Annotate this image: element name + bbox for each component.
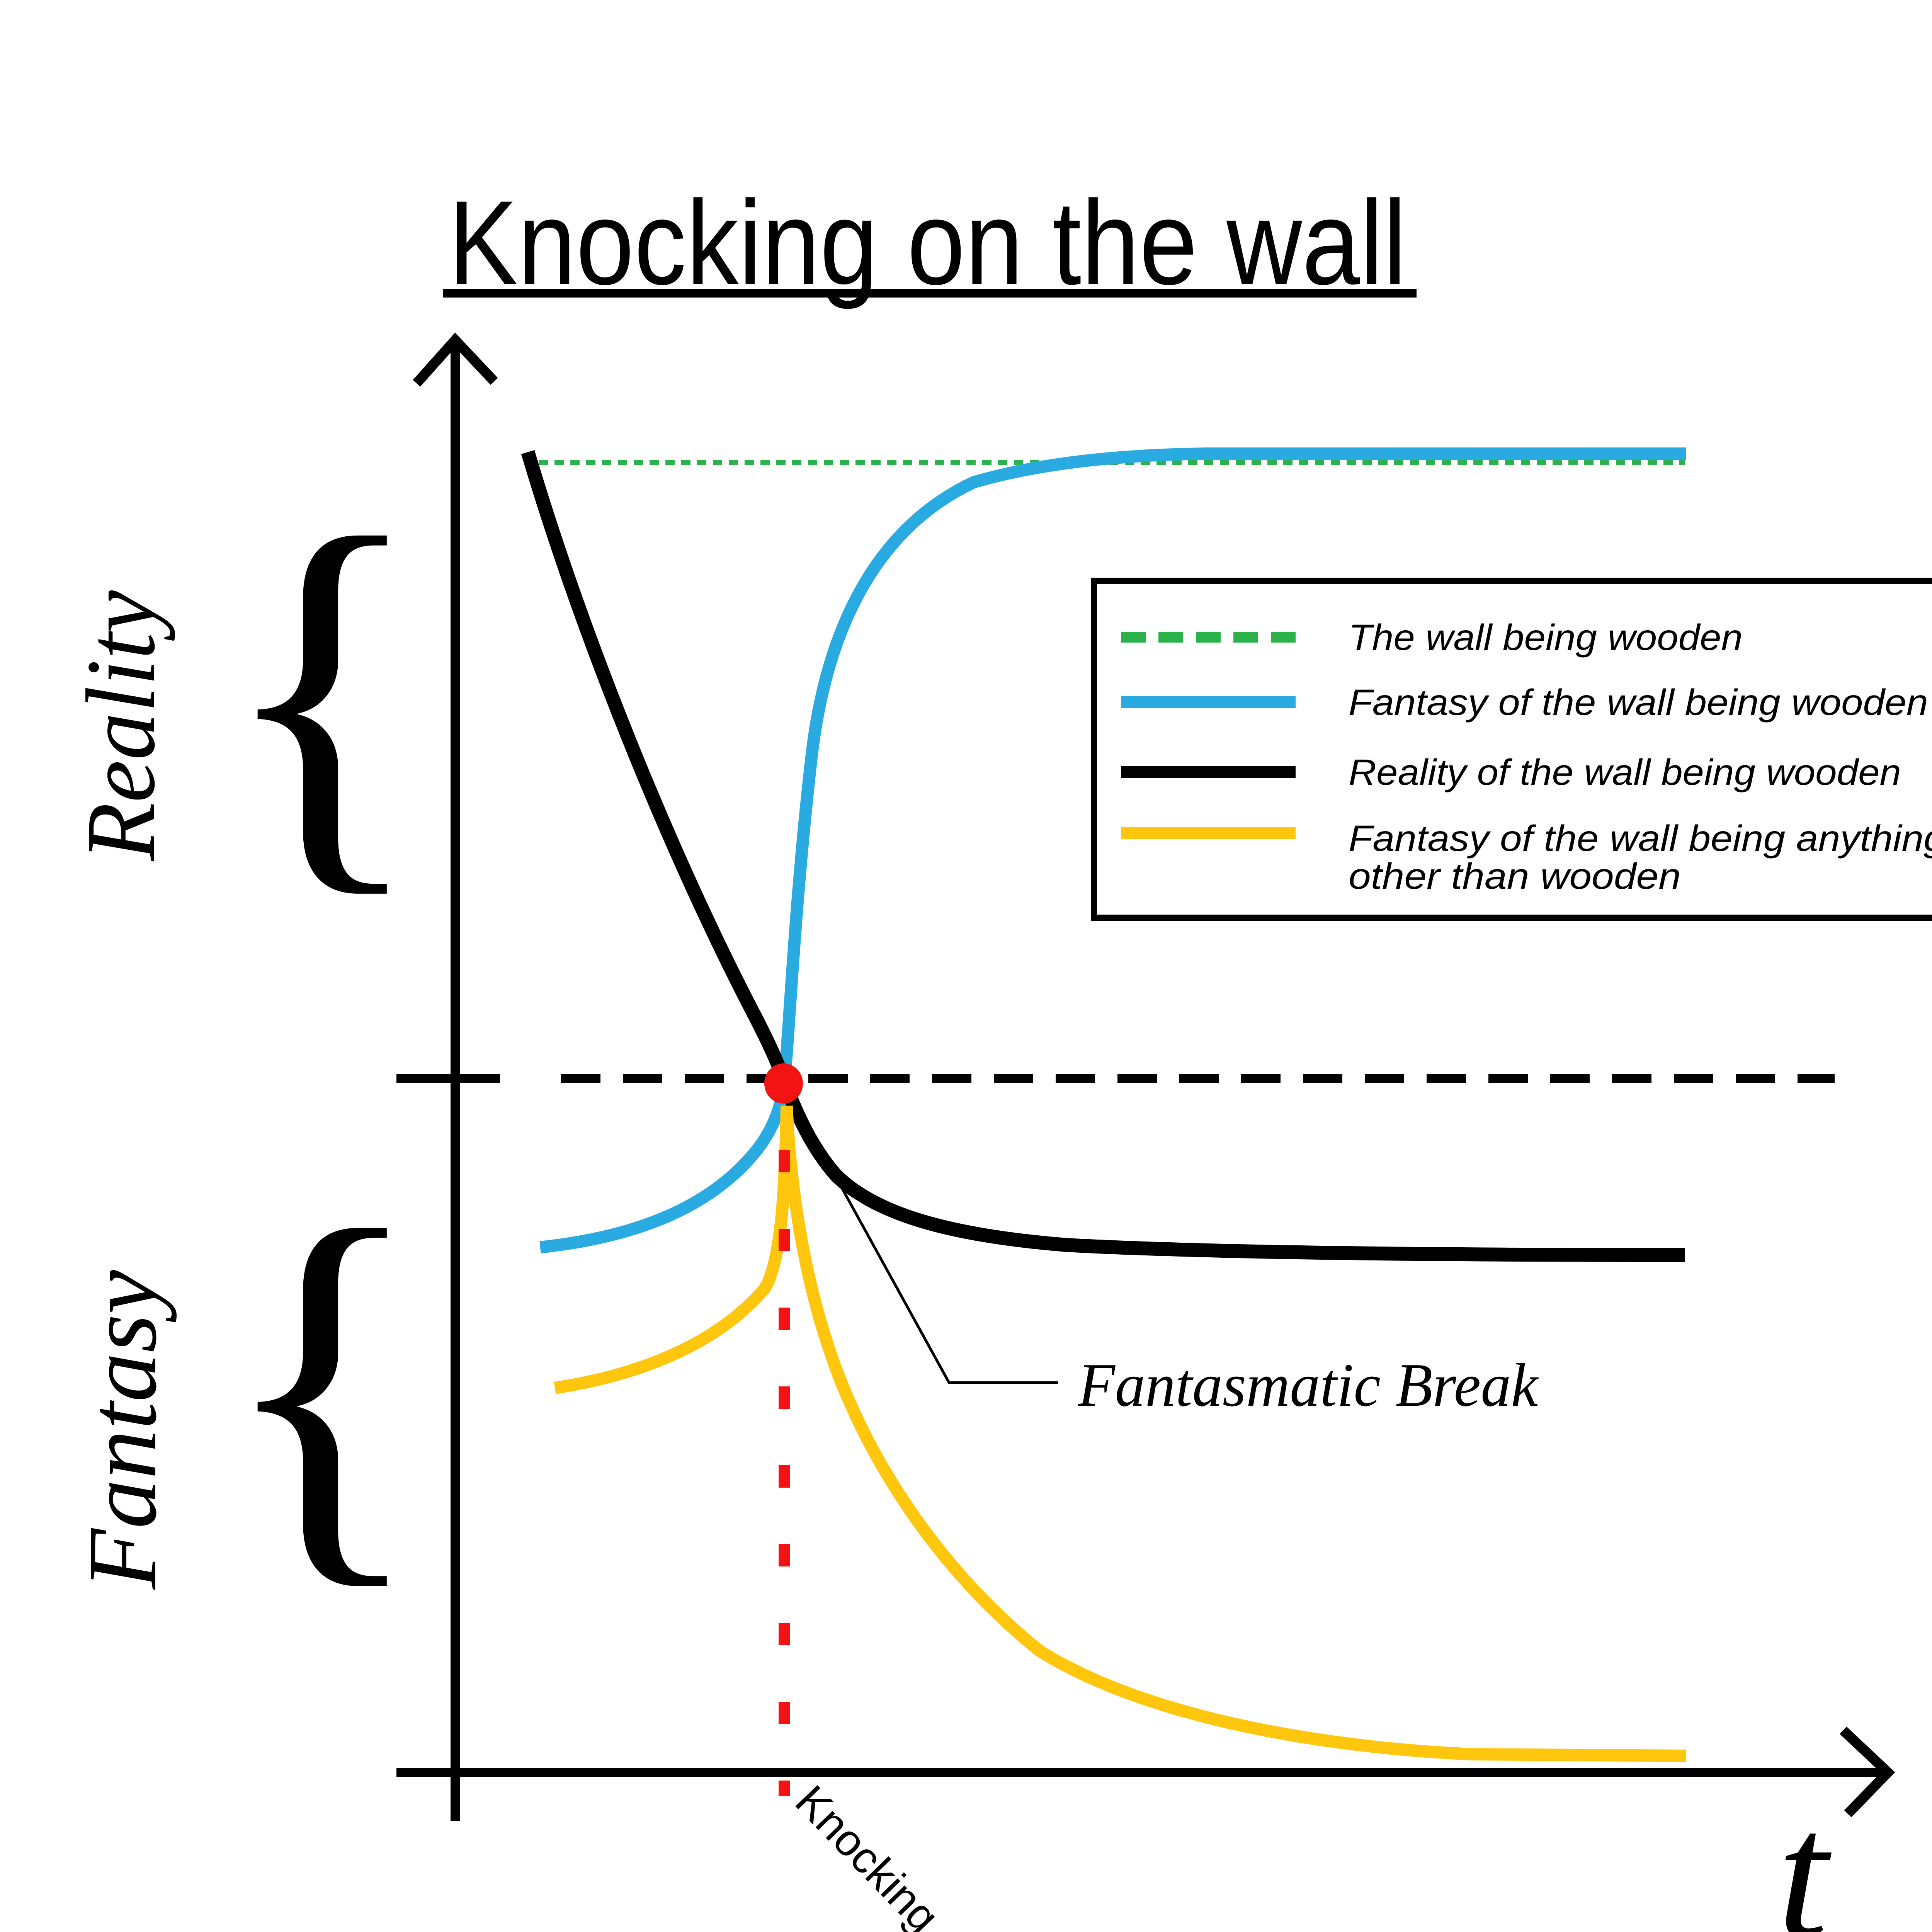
page-title: Knocking on the wall — [448, 175, 1406, 310]
reality-brace-icon: { — [218, 451, 426, 930]
x-axis-label-t: t — [1777, 1774, 1834, 1932]
legend-label-fantasy-other-line1: Fantasy of the wall being anything — [1349, 818, 1932, 859]
title-underline — [443, 289, 1417, 298]
fantasy-brace-icon: { — [218, 1143, 426, 1622]
legend-label-reality-wooden: Reality of the wall being wooden — [1349, 752, 1901, 793]
fantasmatic-break-callout-line — [791, 1098, 1058, 1384]
fantasmatic-break-label: Fantasmatic Break — [1078, 1350, 1539, 1419]
y-axis-arrow-icon — [413, 332, 498, 387]
legend-label-wall-wooden: The wall being wooden — [1349, 617, 1743, 658]
fantasmatic-break-point — [764, 1063, 803, 1104]
series-fantasy-wall-wooden — [539, 447, 1686, 1253]
region-label-reality: Reality — [66, 590, 175, 862]
x-axis-arrow-icon — [1840, 1726, 1895, 1818]
legend-label-fantasy-wooden: Fantasy of the wall being wooden — [1349, 682, 1928, 723]
region-label-fantasy: Fantasy — [68, 1270, 177, 1590]
series-fantasy-wall-other — [554, 1105, 1687, 1762]
legend-label-fantasy-other-line2: other than wooden — [1349, 856, 1681, 897]
legend: The wall being wooden Fantasy of the wal… — [1091, 578, 1932, 921]
